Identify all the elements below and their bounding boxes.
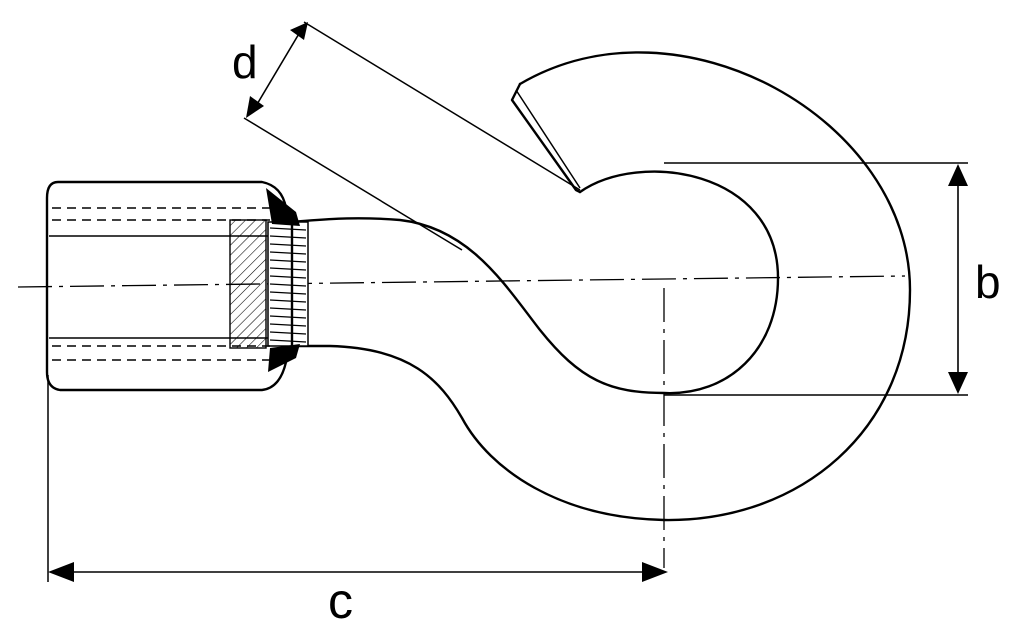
dimension-b <box>664 162 968 396</box>
dimension-d <box>243 21 581 251</box>
threaded-section <box>267 221 309 347</box>
label-d: d <box>232 36 258 88</box>
nut-sleeve <box>45 180 300 392</box>
hook-body <box>288 51 912 522</box>
dimension-c <box>47 375 668 582</box>
label-b: b <box>975 256 1001 308</box>
centerline <box>17 275 906 288</box>
label-c: c <box>328 573 353 629</box>
